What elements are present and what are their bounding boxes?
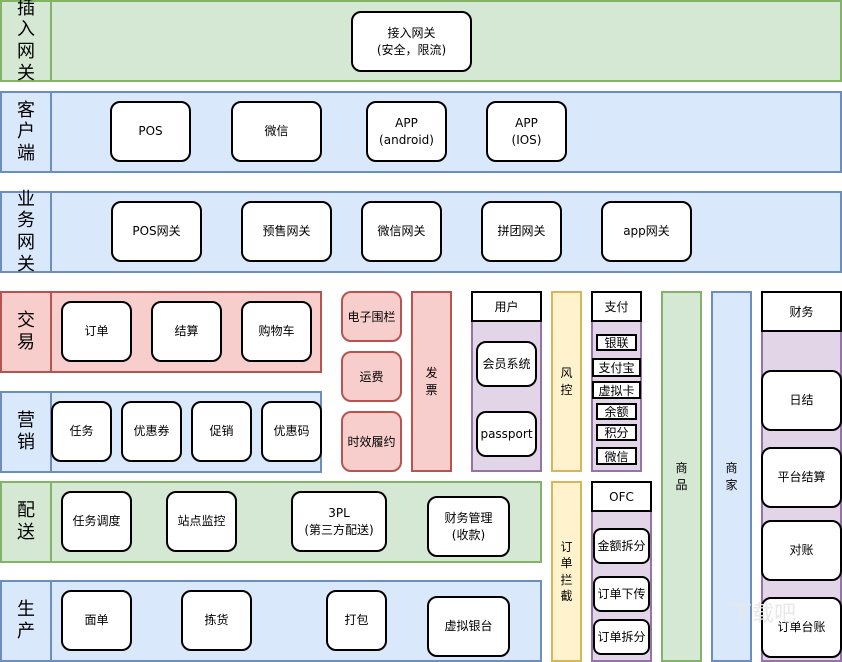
ofc-header[interactable]: OFC [591,481,652,512]
production-node[interactable]: 拣货 [181,590,252,651]
finance-node[interactable]: 平台结算 [761,447,842,508]
user-header[interactable]: 用户 [471,291,542,322]
risk-control-column[interactable]: 风控 [551,291,582,472]
finance-node[interactable]: 订单台账 [761,597,842,658]
finance-node[interactable]: 对账 [761,520,842,581]
geofence-node[interactable]: 电子围栏 [341,291,402,342]
production-node[interactable]: 虚拟银台 [427,596,510,657]
trade-node[interactable]: 订单 [61,301,132,362]
goods-column[interactable]: 商品 [661,291,702,662]
order-intercept-column[interactable]: 订单拦截 [551,481,582,662]
client-node[interactable]: APP (IOS) [486,101,567,162]
production-row-label: 生产 [0,580,52,662]
delivery-row-label: 配送 [0,481,52,563]
trade-node[interactable]: 购物车 [241,301,312,362]
merchant-column[interactable]: 商家 [711,291,752,662]
biz-gateway-node[interactable]: app网关 [601,201,692,262]
payment-method[interactable]: 余额 [596,403,637,420]
payment-header[interactable]: 支付 [591,291,642,322]
client-node[interactable]: APP (android) [366,101,447,162]
trade-row-label: 交易 [0,291,52,373]
marketing-node[interactable]: 优惠券 [121,401,182,462]
freight-node[interactable]: 运费 [341,351,402,402]
access-gateway-node[interactable]: 接入网关 (安全，限流) [351,11,472,72]
trade-node[interactable]: 结算 [151,301,222,362]
delivery-node[interactable]: 财务管理 (收款) [427,496,510,557]
production-node[interactable]: 打包 [326,590,387,651]
marketing-node[interactable]: 优惠码 [261,401,322,462]
finance-header[interactable]: 财务 [761,291,842,332]
payment-method[interactable]: 支付宝 [592,358,641,377]
marketing-node[interactable]: 促销 [191,401,252,462]
user-node[interactable]: 会员系统 [476,341,537,387]
biz-gateway-node[interactable]: POS网关 [111,201,202,262]
payment-method[interactable]: 虚拟卡 [592,381,641,399]
marketing-row-label: 营销 [0,391,52,473]
client-row-label: 客户端 [0,91,52,173]
user-node[interactable]: passport [476,411,537,457]
biz-gateway-node[interactable]: 拼团网关 [481,201,562,262]
delivery-node[interactable]: 3PL (第三方配送) [291,491,387,552]
ofc-node[interactable]: 金额拆分 [593,528,650,564]
biz-gateway-row-label: 业务网关 [0,189,52,275]
payment-method[interactable]: 微信 [596,447,637,465]
payment-method[interactable]: 银联 [596,334,637,351]
production-node[interactable]: 面单 [61,590,132,651]
ofc-node[interactable]: 订单拆分 [593,619,650,655]
client-node[interactable]: POS [110,101,191,162]
biz-gateway-node[interactable]: 微信网关 [361,201,442,262]
finance-node[interactable]: 日结 [761,370,842,431]
biz-gateway-node[interactable]: 预售网关 [241,201,332,262]
client-node[interactable]: 微信 [231,101,322,162]
marketing-node[interactable]: 任务 [51,401,112,462]
watermark: 下载吧 [730,602,797,627]
ofc-node[interactable]: 订单下传 [593,576,650,612]
gateway-row-label: 插入网关 [0,0,52,84]
invoice-column[interactable]: 发票 [411,291,452,472]
fulfillment-sla-node[interactable]: 时效履约 [341,411,402,472]
delivery-node[interactable]: 站点监控 [166,491,237,552]
delivery-node[interactable]: 任务调度 [61,491,132,552]
payment-method[interactable]: 积分 [596,424,637,441]
